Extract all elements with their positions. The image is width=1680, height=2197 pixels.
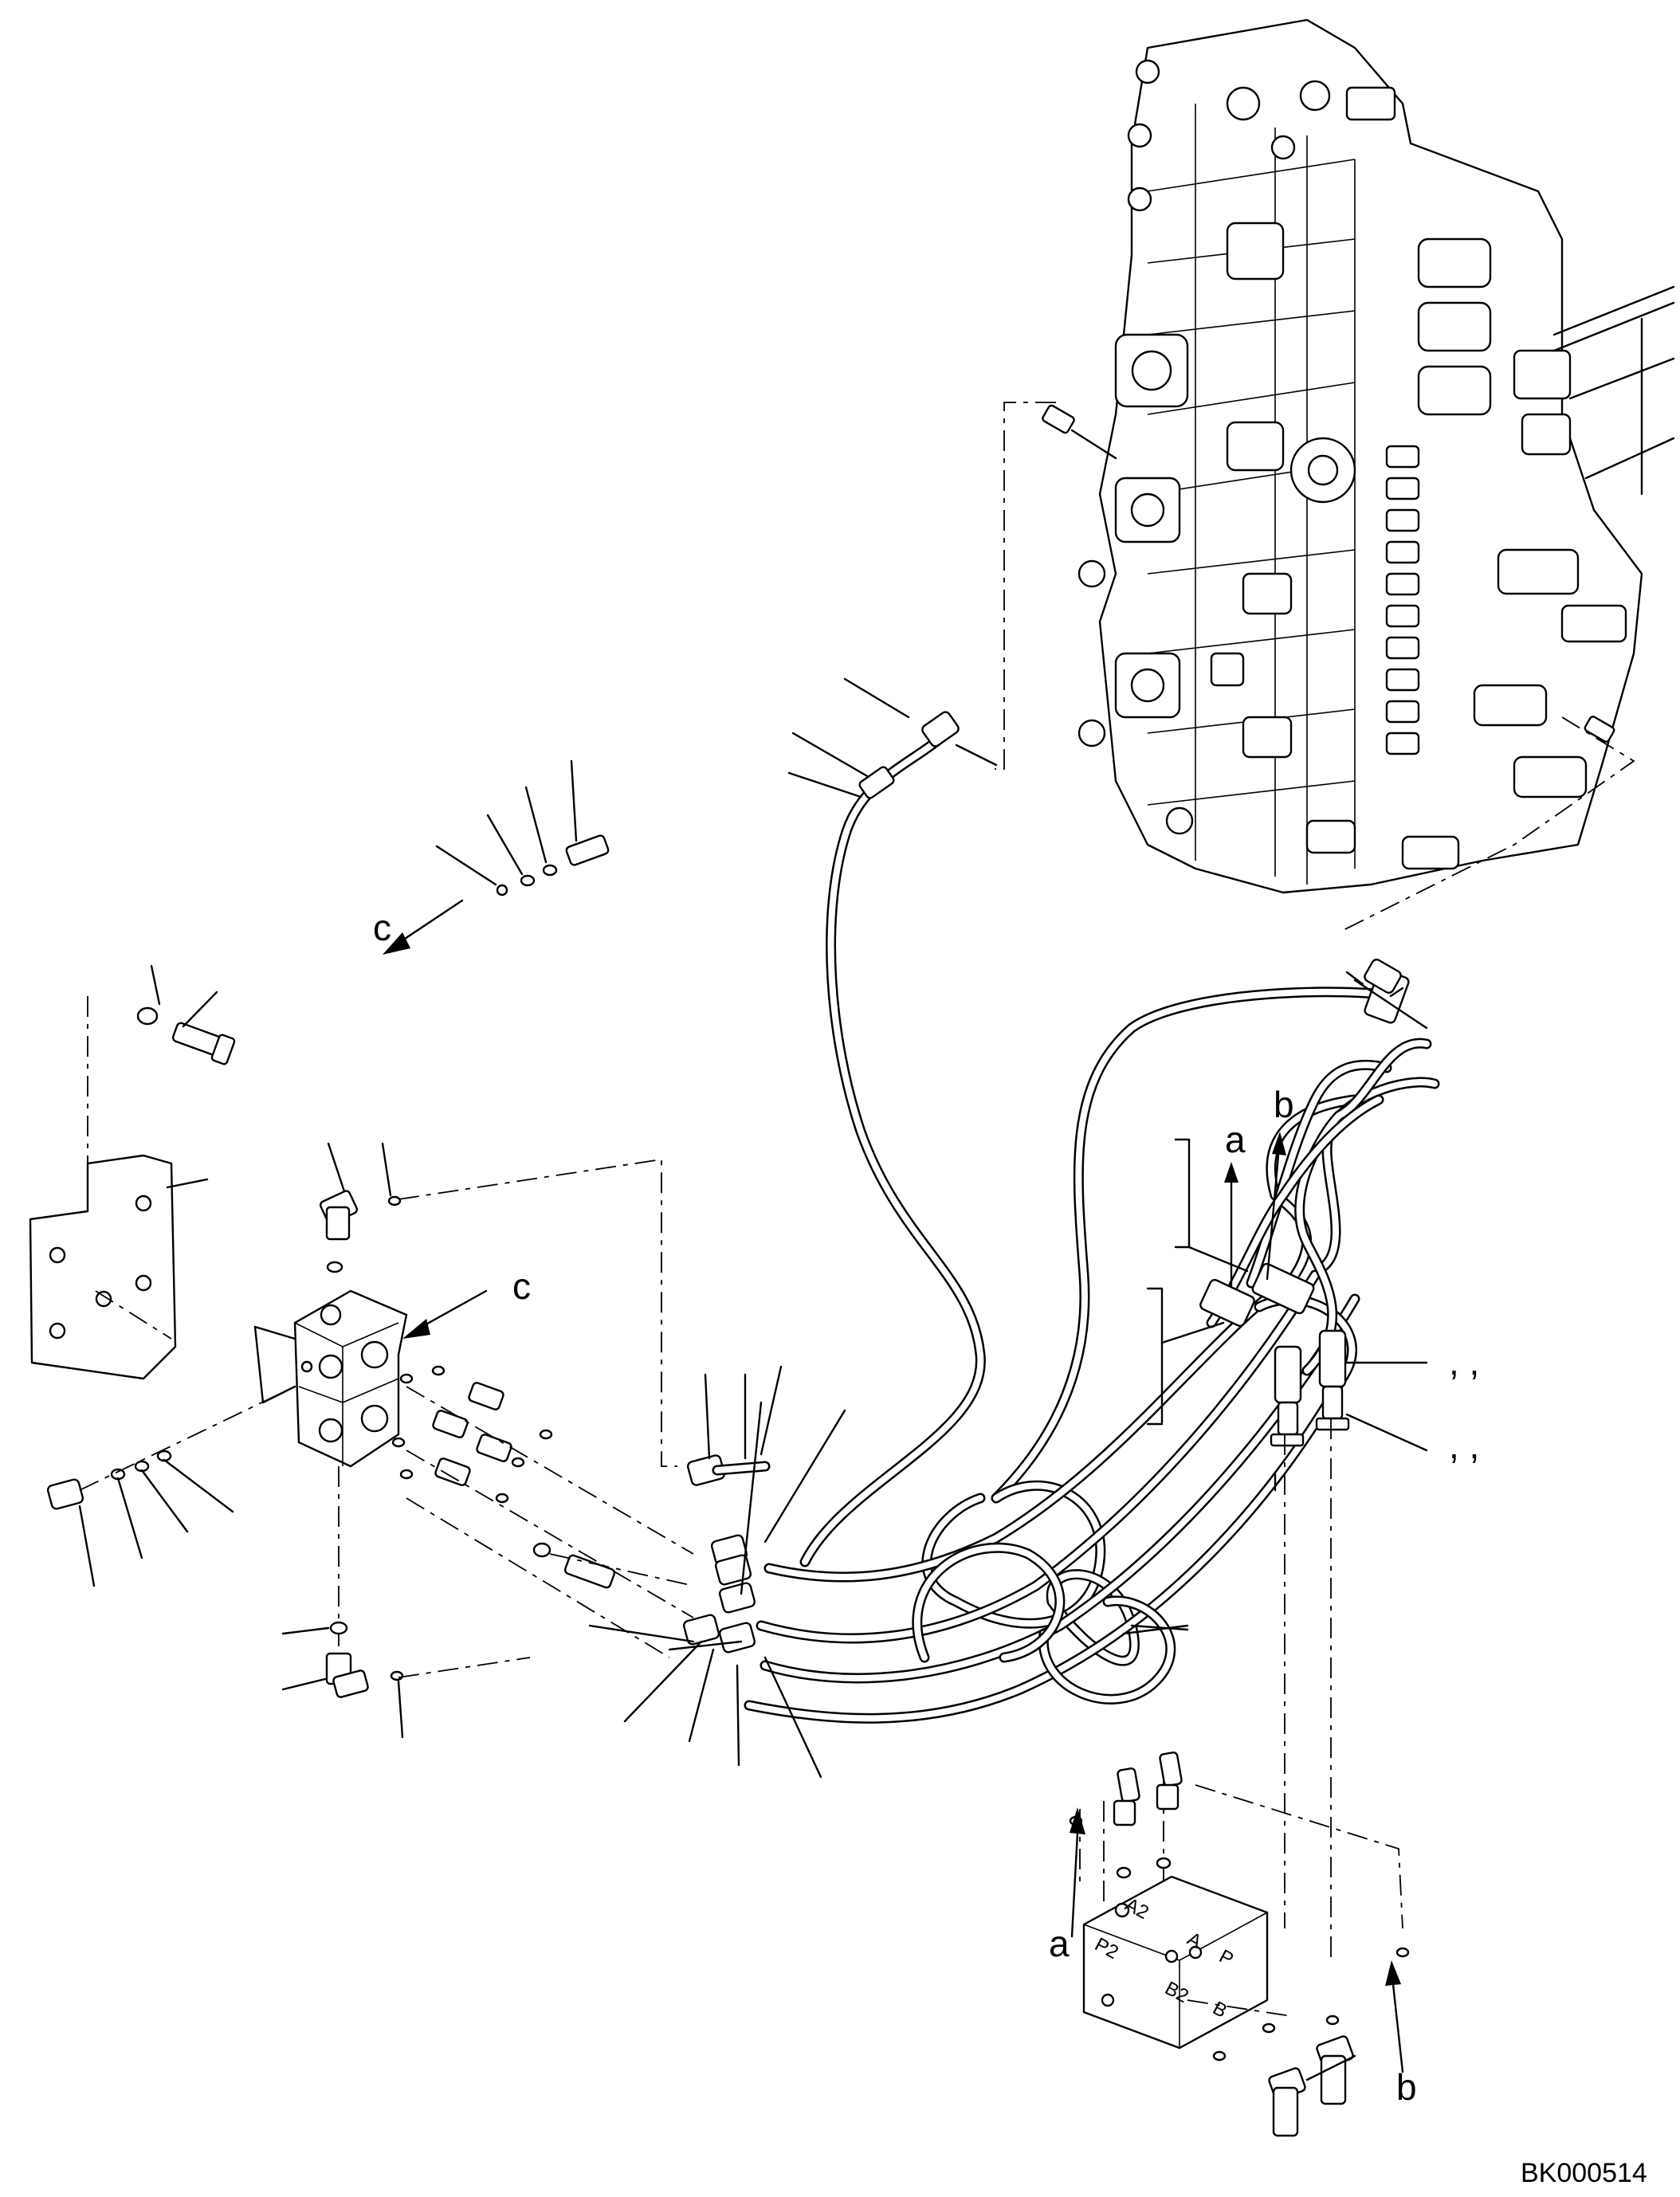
valve-block-lower	[1069, 1418, 1410, 2137]
multi-ref-label-1: , ,	[1449, 1341, 1479, 1383]
mounting-bracket	[29, 996, 209, 1380]
elbow-fitting-top	[319, 1142, 677, 1467]
drawing-id: BK000514	[1521, 2158, 1647, 2188]
port-fittings	[391, 1365, 694, 1658]
plug-and-orings-top	[435, 759, 610, 896]
callout-b-label-top: b	[1274, 1084, 1294, 1125]
callout-a-label-top: a	[1225, 1119, 1246, 1160]
callout-a-b-leaders	[1130, 1132, 1428, 1631]
bolt-and-orings-lower	[46, 1386, 296, 1587]
multi-ref-label-2: , ,	[1449, 1425, 1479, 1466]
callout-a-b-arrows-lower	[1070, 1807, 1404, 2073]
manifold-block	[253, 1289, 408, 1468]
callout-c-label-top: c	[373, 907, 391, 948]
hose-end-fittings-left	[588, 1365, 1189, 1779]
callout-c-label: c	[512, 1265, 531, 1307]
callout-c-arrow	[402, 1289, 488, 1339]
bolt-and-washer-upper	[136, 964, 236, 1065]
callout-a-label-bottom: a	[1049, 1923, 1070, 1964]
valve-port-leaders	[995, 402, 1635, 933]
control-valve-assembly	[1077, 18, 1675, 894]
callout-b-label-bottom: b	[1396, 2066, 1417, 2108]
elbow-fitting-bottom	[281, 1466, 531, 1739]
hose-end-top	[787, 677, 1428, 1030]
callout-c-arrow-top	[383, 899, 464, 955]
